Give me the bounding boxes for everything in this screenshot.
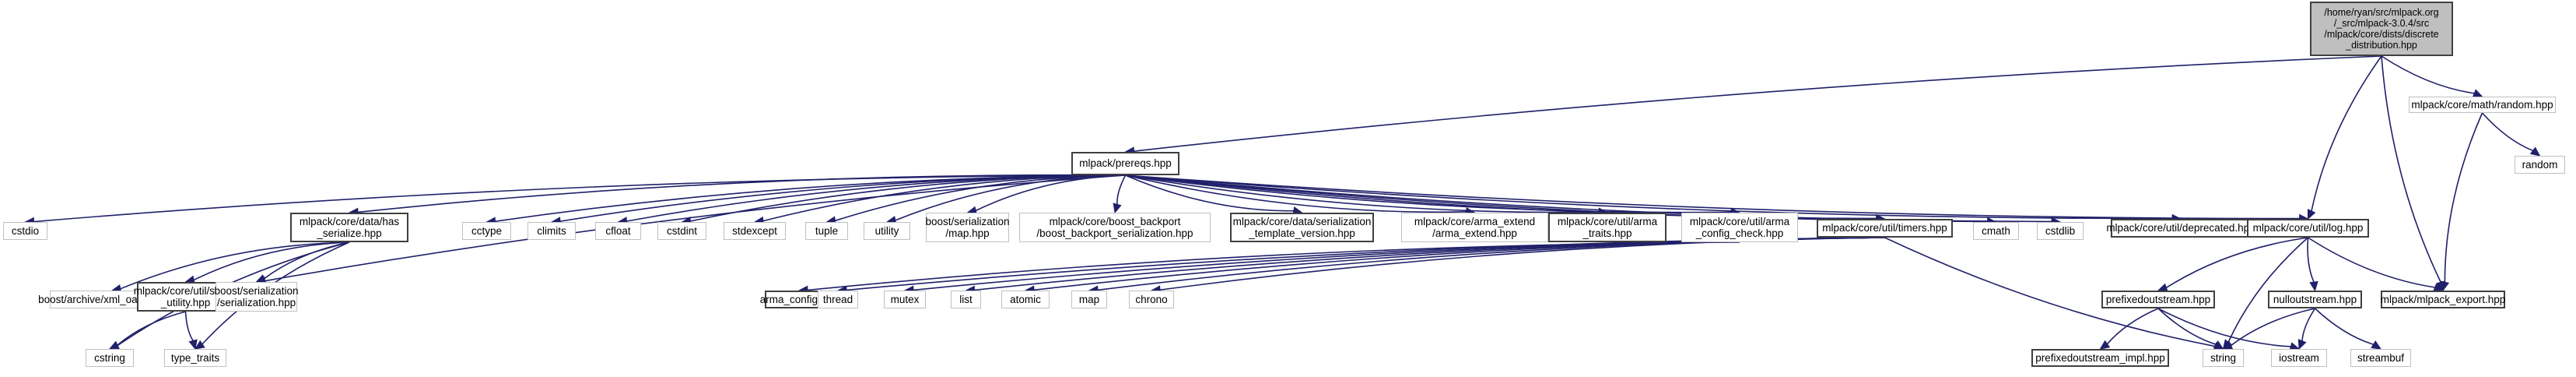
graph-node-climits[interactable]: climits — [527, 222, 576, 240]
edge-nullout-to-streambuf — [2314, 308, 2374, 345]
graph-node-root[interactable]: /home/ryan/src/mlpack.org /_src/mlpack-3… — [2310, 2, 2453, 56]
graph-node-cmath[interactable]: cmath — [1973, 222, 2019, 240]
graph-node-ser_tmpl_ver[interactable]: mlpack/core/data/serialization _template… — [1230, 213, 1374, 242]
edge-root-to-prereqs — [1134, 55, 2382, 152]
edge-random_hpp-to-mlpack_export — [2444, 112, 2483, 283]
graph-node-stdexcept[interactable]: stdexcept — [724, 222, 786, 240]
edge-log_hpp-to-mlpack_export — [2308, 237, 2435, 288]
graph-node-mlpack_export[interactable]: mlpack/mlpack_export.hpp — [2381, 291, 2505, 308]
edge-prereqs-to-has_serialize — [357, 174, 1126, 213]
graph-node-boost_backport[interactable]: mlpack/core/boost_backport /boost_backpo… — [1019, 213, 1211, 242]
edge-prereqs-to-arma_cfg_check — [1125, 174, 1732, 213]
graph-node-cfloat[interactable]: cfloat — [595, 222, 641, 240]
arrowhead-has_serialize-to-cstring — [108, 341, 120, 350]
graph-node-map[interactable]: map — [1071, 291, 1107, 308]
arrowhead-nullout-to-streambuf — [2371, 340, 2382, 350]
edge-arma_cfg_check-to-arma_config — [807, 241, 1740, 291]
arrowhead-root-to-mlpack_export — [2436, 280, 2445, 292]
graph-node-boost_ser[interactable]: boost/serialization /serialization.hpp — [214, 282, 299, 312]
graph-node-cctype[interactable]: cctype — [462, 222, 511, 240]
edge-prereqs-to-arma_traits — [1125, 174, 1600, 213]
edge-timers-to-list — [974, 237, 1885, 291]
edge-timers-to-thread — [846, 237, 1885, 291]
graph-node-arma_cfg_check[interactable]: mlpack/core/util/arma _config_check.hpp — [1681, 213, 1798, 242]
arrowhead-root-to-log_hpp — [2307, 209, 2316, 220]
graph-node-arma_traits[interactable]: mlpack/core/util/arma _traits.hpp — [1548, 213, 1667, 242]
arrowhead-has_serialize-to-boost_ser — [255, 274, 267, 283]
arrowhead-prereqs-to-boost_backport — [1113, 203, 1122, 214]
arrowhead-nullout-to-iostream — [2297, 339, 2307, 351]
arrowhead-prefixedout-to-string — [2213, 340, 2224, 350]
arrowhead-sfinae_utility-to-type_traits — [188, 339, 198, 351]
graph-node-cstdlib[interactable]: cstdlib — [2037, 222, 2084, 240]
graph-node-cstdint[interactable]: cstdint — [657, 222, 706, 240]
graph-node-random[interactable]: random — [2515, 156, 2565, 174]
graph-node-prefixedout[interactable]: prefixedoutstream.hpp — [2101, 291, 2215, 308]
edge-prefixedout-to-string — [2157, 308, 2217, 345]
edge-has_serialize-to-sfinae_utility — [193, 241, 350, 281]
edge-root-to-log_hpp — [2311, 55, 2382, 212]
edge-root-to-random_hpp — [2381, 55, 2475, 94]
graph-node-list[interactable]: list — [951, 291, 981, 308]
edge-sfinae_utility-to-type_traits — [184, 311, 194, 341]
edge-nullout-to-iostream — [2301, 308, 2316, 341]
edge-log_hpp-to-prefixedout — [2165, 237, 2308, 289]
edge-timers-to-map — [1097, 237, 1885, 291]
edge-prereqs-to-ser_tmpl_ver — [1125, 174, 1294, 212]
edge-prereqs-to-arma_extend — [1125, 174, 1467, 213]
arrowhead-prefixedout-to-prefixedout_impl — [2099, 340, 2111, 350]
graph-node-has_serialize[interactable]: mlpack/core/data/has _serialize.hpp — [290, 213, 408, 242]
edge-prereqs-to-boost_backport — [1116, 174, 1127, 205]
edge-root-to-mlpack_export — [2381, 55, 2441, 283]
graph-node-cstdio[interactable]: cstdio — [3, 222, 47, 240]
graph-node-string[interactable]: string — [2203, 349, 2244, 367]
graph-node-type_traits[interactable]: type_traits — [164, 349, 226, 367]
arrowhead-nullout-to-string — [2222, 341, 2234, 350]
edge-random_hpp-to-random — [2481, 112, 2533, 152]
arrowhead-log_hpp-to-string — [2222, 339, 2233, 350]
graph-node-atomic[interactable]: atomic — [1001, 291, 1050, 308]
graph-node-prereqs[interactable]: mlpack/prereqs.hpp — [1071, 152, 1179, 175]
edge-has_serialize-to-boost_ser — [264, 241, 350, 280]
arrowhead-has_serialize-to-type_traits — [195, 340, 205, 350]
edge-timers-to-mutex — [913, 237, 1885, 291]
edge-timers-to-chrono — [1159, 237, 1885, 291]
graph-node-streambuf[interactable]: streambuf — [2350, 349, 2411, 367]
edge-nullout-to-string — [2231, 308, 2315, 347]
graph-node-prefixedout_impl[interactable]: prefixedoutstream_impl.hpp — [2031, 349, 2169, 367]
arrowhead-log_hpp-to-nullout — [2309, 280, 2318, 292]
arrowhead-random_hpp-to-mlpack_export — [2440, 280, 2450, 292]
graph-node-nullout[interactable]: nulloutstream.hpp — [2268, 291, 2362, 308]
graph-node-boost_map[interactable]: boost/serialization /map.hpp — [925, 213, 1010, 242]
graph-node-iostream[interactable]: iostream — [2271, 349, 2327, 367]
graph-node-random_hpp[interactable]: mlpack/core/math/random.hpp — [2409, 97, 2556, 113]
graph-node-utility[interactable]: utility — [864, 222, 910, 240]
graph-node-thread[interactable]: thread — [818, 291, 858, 308]
graph-node-arma_extend[interactable]: mlpack/core/arma_extend /arma_extend.hpp — [1401, 213, 1548, 242]
edge-prefixedout-to-iostream — [2157, 308, 2291, 347]
graph-node-chrono[interactable]: chrono — [1129, 291, 1174, 308]
arrowhead-random_hpp-to-random — [2529, 146, 2541, 157]
graph-node-mutex[interactable]: mutex — [884, 291, 926, 308]
graph-node-tuple[interactable]: tuple — [805, 222, 848, 240]
edge-sfinae_utility-to-cstring — [117, 311, 186, 346]
edge-timers-to-atomic — [1033, 237, 1885, 291]
edge-log_hpp-to-nullout — [2307, 237, 2315, 283]
edge-prereqs-to-boost_map — [975, 174, 1126, 212]
arrowhead-sfinae_utility-to-cstring — [108, 340, 120, 350]
edge-prefixedout-to-prefixedout_impl — [2106, 308, 2159, 345]
graph-node-log_hpp[interactable]: mlpack/core/util/log.hpp — [2247, 219, 2369, 238]
graph-node-deprecated[interactable]: mlpack/core/util/deprecated.hpp — [2106, 219, 2255, 238]
graph-node-cstring[interactable]: cstring — [86, 349, 134, 367]
graph-node-timers[interactable]: mlpack/core/util/timers.hpp — [1817, 219, 1953, 238]
